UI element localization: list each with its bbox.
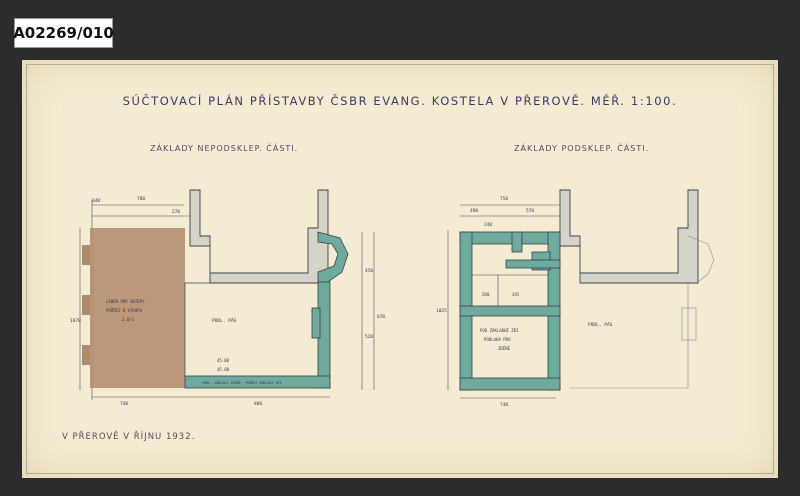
right-basement-label-1: POD ZÁKLADNÍ ZDÍ [480,328,519,333]
right-interior-lines [472,274,548,306]
right-dim-bottom-total: 740 [500,402,508,408]
left-walls [189,189,329,284]
right-walls [559,189,699,284]
left-dim-right-a: 450 [365,268,373,274]
left-dim-inner-1: 45.00 [217,358,230,363]
archive-id-tag: A02269/010 [13,18,114,48]
left-dim-right-b: 520 [365,334,373,340]
drawing-sheet: SÚČTOVACÍ PLÁN PŘÍSTAVBY ČSBR EVANG. KOS… [22,60,778,478]
right-basement-label-3: ZDĚNÉ [498,346,511,351]
left-brown-pier-1 [82,245,90,265]
left-dim-right-total: 870 [377,314,385,320]
left-brown-pier-2 [82,295,90,315]
right-dim-room-b: 345 [512,292,520,297]
right-bay-outline [570,235,715,389]
right-dimension-lines [447,204,562,399]
left-dim-inner-2: 45.00 [217,367,230,372]
left-dim-top-a: 640 [92,198,100,204]
left-room-outline [184,282,210,376]
right-teal-foundation [459,231,561,391]
left-brown-label-3: 2.0/1 [122,317,135,322]
left-dim-top-total: 780 [137,196,145,202]
right-dim-top-b: 570 [526,208,534,214]
right-dim-top-a: 490 [470,208,478,214]
left-brown-pier-3 [82,345,90,365]
date-note: V PŘEROVĚ V ŘÍJNU 1932. [62,432,196,442]
right-basement-label-2: PODLAHA PRO [484,337,511,342]
left-teal-foundation [184,231,349,389]
left-brown-area [90,228,185,388]
left-dim-bottom-a: 740 [120,401,128,407]
right-main-room-label: PODL. PÁS [588,321,613,328]
right-dim-room-a: 280 [482,292,490,297]
right-dim-inner-a: 240 [484,222,492,228]
left-dim-left-total: 1070 [70,318,81,324]
left-brown-label-2: PRŮŘEZ K VÝKOPU [106,308,143,313]
left-dim-top-b: 270 [172,209,180,215]
drawing-title: SÚČTOVACÍ PLÁN PŘÍSTAVBY ČSBR EVANG. KOS… [122,94,678,108]
right-dim-left-total: 1025 [436,308,447,314]
sheet-border [26,64,774,474]
right-floor-plan: 750 490 570 240 740 1025 280 345 POD ZÁK… [436,189,715,408]
left-bottom-strip-label: PODL. ZÁKLADY ZDĚNÉ, PRŮŘEZ ZÁKLADY ZDI [202,380,282,385]
left-plan-caption: ZÁKLADY NEPODSKLEP. ČÁSTI. [150,144,299,153]
right-plan-caption: ZÁKLADY PODSKLEP. ČÁSTI. [514,144,650,153]
right-dim-top-total: 750 [500,196,508,202]
left-main-room-label: PODL. PÁS [212,317,237,324]
left-floor-plan: 640 780 270 740 880 870 450 520 1070 45.… [70,189,385,407]
left-brown-label-1: LÁHER PRO SKIEPY [106,299,145,304]
left-dim-bottom-b: 880 [254,401,262,407]
